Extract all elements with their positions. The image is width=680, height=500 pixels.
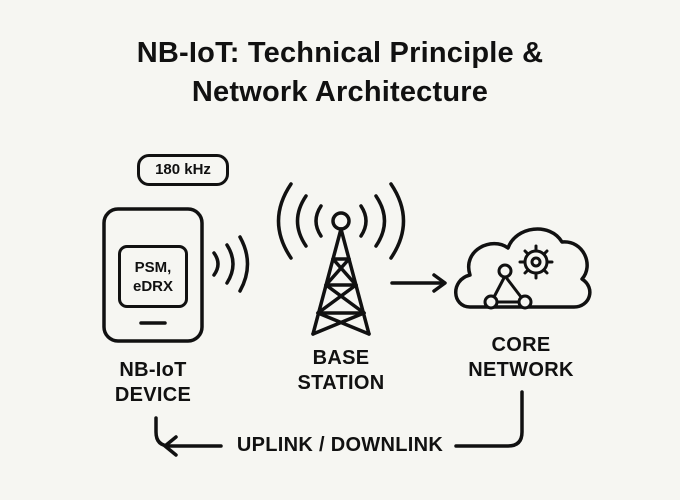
tower-waves-icon xyxy=(276,182,406,260)
core-network-label-line-1: CORE xyxy=(491,334,551,356)
base-station-label: BASE STATION xyxy=(281,346,401,396)
uplink-downlink-label: UPLINK / DOWNLINK xyxy=(236,434,444,456)
page-title: NB-IoT: Technical Principle & Network Ar… xyxy=(0,34,680,112)
device-label-line-2: DEVICE xyxy=(114,384,192,406)
bandwidth-badge: 180 kHz xyxy=(137,154,229,186)
device-label-line-1: NB-IoT xyxy=(119,359,187,381)
device-label: NB-IoT DEVICE xyxy=(96,358,210,408)
title-line-2: Network Architecture xyxy=(191,76,489,108)
base-station-label-line-1: BASE xyxy=(312,347,370,369)
title-line-1: NB-IoT: Technical Principle & xyxy=(136,37,544,69)
device-icon xyxy=(102,207,204,343)
chip-label-line-2: eDRX xyxy=(132,278,173,295)
core-network-label-line-2: NETWORK xyxy=(468,359,574,381)
network-nodes-icon xyxy=(483,263,533,310)
chip-module: PSM, eDRX xyxy=(118,245,188,308)
antenna-tower-icon xyxy=(311,211,371,336)
chip-label-line-1: PSM, xyxy=(134,259,172,276)
base-station-label-line-2: STATION xyxy=(297,372,385,394)
loop-arrow-icon xyxy=(154,390,524,457)
gear-icon xyxy=(518,244,554,280)
cloud-icon xyxy=(454,227,592,309)
core-network-label: CORE NETWORK xyxy=(452,333,590,383)
arrow-right-icon xyxy=(390,273,447,293)
signal-waves-icon xyxy=(212,235,250,293)
